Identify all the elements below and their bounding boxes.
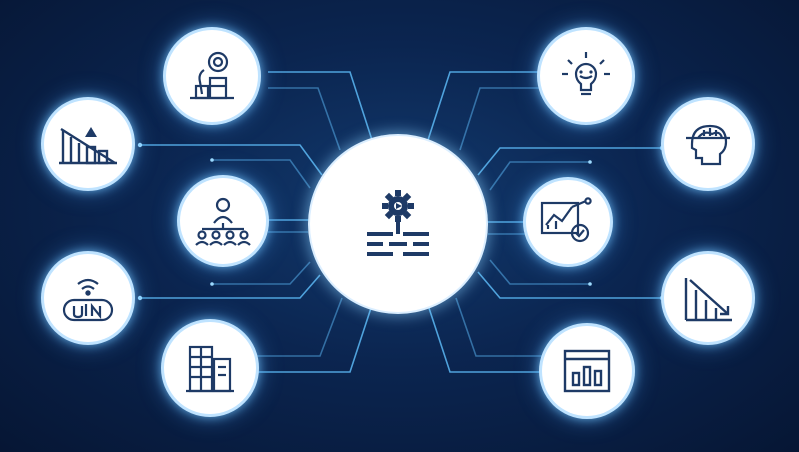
- node-finance: [166, 30, 258, 122]
- connector-mind-b: [489, 161, 590, 191]
- connector-mind: [477, 147, 662, 176]
- connector-idea-b: [459, 87, 540, 151]
- wifi-device-icon: [62, 278, 114, 322]
- connector-trend: [140, 144, 323, 176]
- connector-building: [258, 304, 373, 373]
- node-decline: [664, 254, 752, 342]
- dashboard-bars-icon: [563, 349, 611, 393]
- gear-process-icon: [367, 190, 429, 256]
- connector-wifi: [140, 274, 321, 299]
- node-team: [180, 178, 266, 264]
- node-idea: [540, 30, 632, 122]
- chart-analytics-icon: [540, 197, 592, 243]
- connector-finance: [268, 71, 373, 141]
- node-analytics: [526, 180, 610, 264]
- bar-decline-icon: [59, 127, 117, 165]
- center-hub: [310, 136, 486, 312]
- team-hierarchy-icon: [195, 197, 251, 246]
- lightbulb-icon: [562, 52, 610, 96]
- node-wifi: [44, 254, 132, 342]
- money-coins-icon: [190, 51, 234, 100]
- connector-dashboard-b: [455, 297, 560, 357]
- building-icon: [186, 345, 234, 393]
- node-trend-down: [44, 100, 132, 188]
- connector-wifi-b: [212, 261, 311, 285]
- connector-trend-b: [212, 159, 311, 189]
- connector-finance-b: [268, 87, 341, 151]
- connector-idea: [427, 71, 540, 141]
- node-dashboard: [542, 326, 632, 416]
- connector-building-b: [240, 297, 343, 357]
- connector-dashboard: [427, 304, 540, 373]
- node-building: [164, 322, 256, 414]
- node-mind: [664, 100, 752, 188]
- head-brain-icon: [686, 124, 730, 166]
- connector-decline-b: [489, 259, 590, 285]
- connector-decline: [477, 271, 662, 299]
- bar-arrow-down-icon: [684, 278, 732, 322]
